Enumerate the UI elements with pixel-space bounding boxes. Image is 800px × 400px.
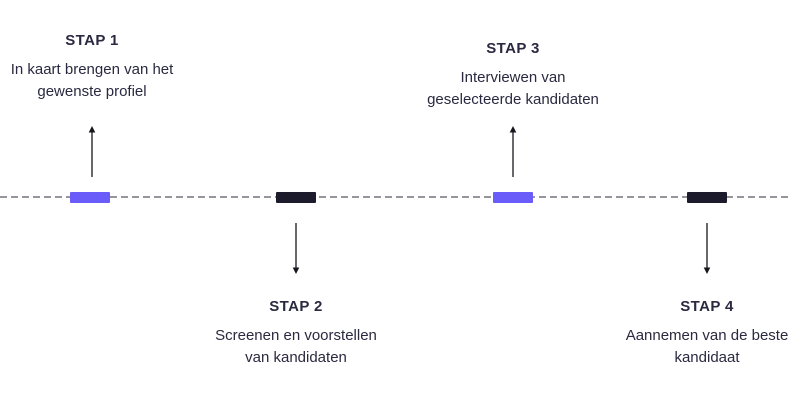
step-description-line2: geselecteerde kandidaten	[427, 91, 599, 108]
step-description: In kaart brengen van het gewenste profie…	[0, 59, 202, 103]
timeline-marker-step3	[493, 192, 533, 203]
timeline-marker-step1	[70, 192, 110, 203]
timeline-marker-step2	[276, 192, 316, 203]
step-description-line1: Aannemen van de beste	[625, 327, 789, 344]
step-title: STAP 1	[65, 32, 119, 49]
step-description: Interviewen van geselecteerde kandidaten	[403, 67, 623, 111]
step-title: STAP 3	[486, 40, 540, 57]
step-description-line1: In kaart brengen van het	[10, 61, 174, 78]
step-description-line2: kandidaat	[674, 349, 740, 366]
arrow-up-icon	[86, 126, 98, 178]
step-description: Aannemen van de beste kandidaat	[597, 325, 800, 369]
step-block-4: STAP 4 Aannemen van de beste kandidaat	[597, 298, 800, 369]
step-title: STAP 2	[269, 298, 323, 315]
step-description-line1: Screenen en voorstellen	[215, 327, 377, 344]
step-description-line2: gewenste profiel	[37, 83, 147, 100]
arrow-down-icon	[701, 222, 713, 274]
step-description-line1: Interviewen van	[460, 69, 566, 86]
arrow-down-icon	[290, 222, 302, 274]
arrow-up-icon	[507, 126, 519, 178]
step-title: STAP 4	[680, 298, 734, 315]
step-description-line2: van kandidaten	[245, 349, 347, 366]
step-block-1: STAP 1 In kaart brengen van het gewenste…	[0, 32, 202, 103]
timeline-axis	[0, 196, 790, 198]
step-block-2: STAP 2 Screenen en voorstellen van kandi…	[186, 298, 406, 369]
timeline-marker-step4	[687, 192, 727, 203]
step-description: Screenen en voorstellen van kandidaten	[186, 325, 406, 369]
step-block-3: STAP 3 Interviewen van geselecteerde kan…	[403, 40, 623, 111]
